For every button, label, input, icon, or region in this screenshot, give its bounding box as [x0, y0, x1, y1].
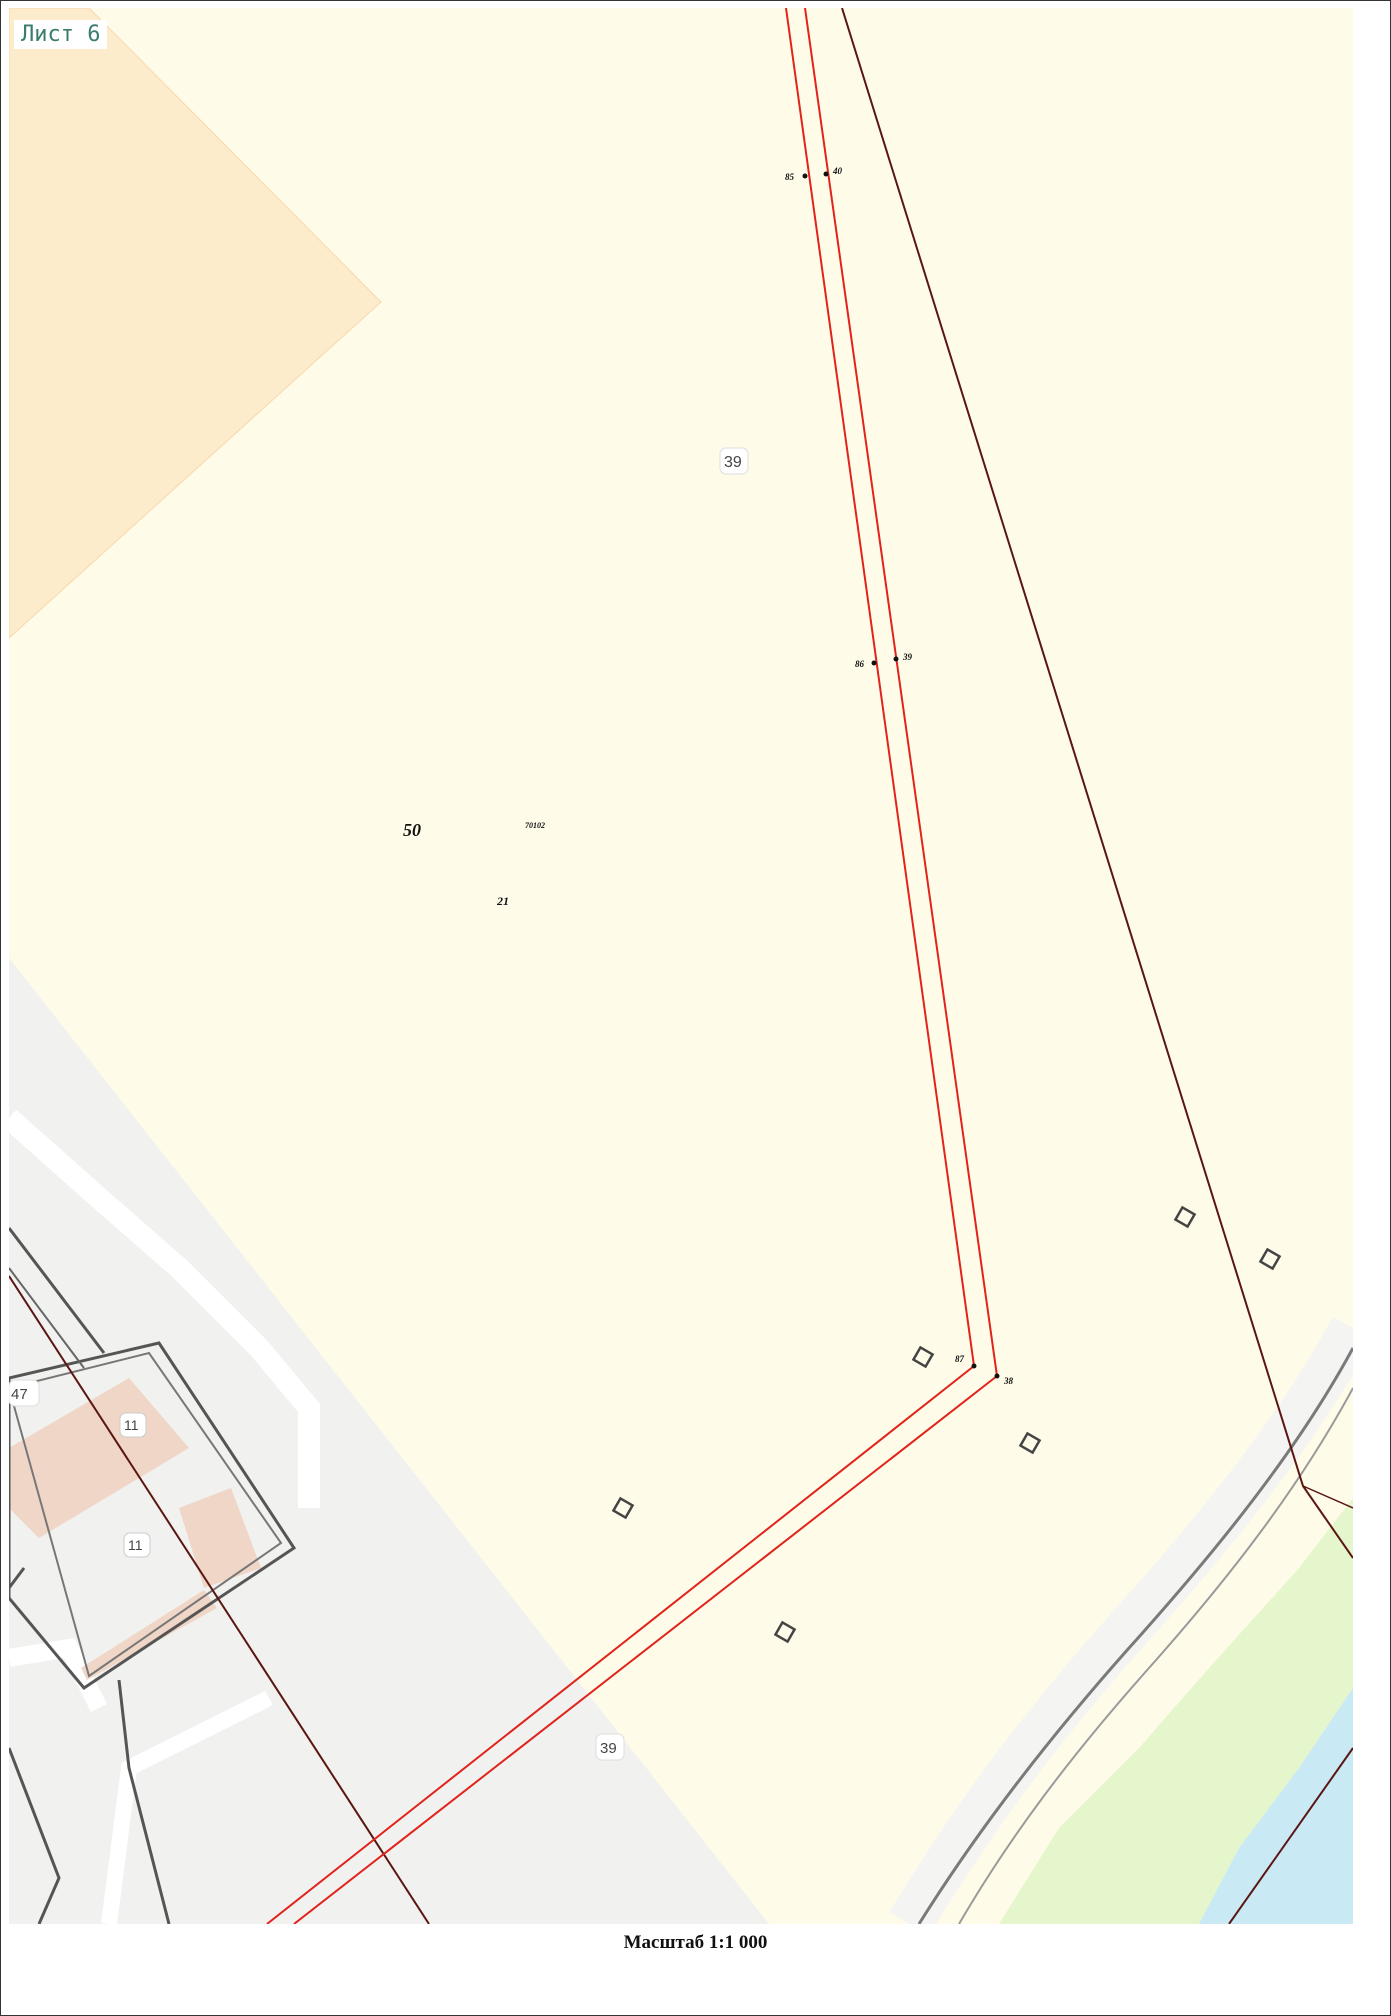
road-curve — [889, 1317, 1353, 1924]
road-strip — [9, 1109, 320, 1508]
boundary-line — [1228, 1747, 1353, 1924]
survey-marker — [611, 1496, 635, 1520]
road-area — [9, 958, 769, 1924]
survey-marker — [1258, 1247, 1282, 1271]
svg-text:11: 11 — [124, 1417, 139, 1433]
svg-text:11: 11 — [128, 1537, 143, 1553]
boundary-line — [1302, 1485, 1353, 1509]
boundary-point-39 — [893, 656, 899, 662]
building-outline — [9, 1341, 297, 1690]
point-label-39: 39 — [902, 652, 913, 662]
house-number-47: 47 — [9, 1379, 40, 1407]
building-outline — [9, 1351, 283, 1678]
survey-marker — [773, 1620, 797, 1644]
boundary-line — [9, 1275, 430, 1924]
road-edge — [917, 1347, 1353, 1924]
boundary-point-85 — [802, 173, 808, 179]
point-label-87: 87 — [955, 1354, 965, 1364]
svg-text:39: 39 — [600, 1740, 617, 1757]
point-label-38: 38 — [1003, 1376, 1014, 1386]
boundary-point-86 — [871, 660, 877, 666]
point-label-40: 40 — [832, 166, 843, 176]
fence-line — [117, 1679, 171, 1924]
point-label-85: 85 — [785, 172, 795, 182]
house-number-39-bottom: 39 — [595, 1733, 625, 1761]
sheet-label: Лист 6 — [14, 20, 108, 49]
scale-caption: Масштаб 1:1 000 — [623, 1932, 768, 1953]
survey-marker — [1173, 1205, 1197, 1229]
survey-marker — [911, 1345, 935, 1369]
boundary-line — [841, 8, 1353, 1559]
boundary-point-38 — [994, 1373, 1000, 1379]
svg-text:39: 39 — [724, 454, 742, 471]
survey-marker — [1018, 1431, 1042, 1455]
boundary-point-40 — [823, 171, 829, 177]
water-area — [1199, 1688, 1353, 1924]
fence-line — [9, 1567, 26, 1589]
map-canvas[interactable]: 85 40 86 39 87 38 50 70102 21 39 39 — [9, 8, 1353, 1924]
road-edge — [958, 1387, 1353, 1924]
house-number-39-top: 39 — [719, 447, 749, 475]
boundary-point-87 — [971, 1363, 977, 1369]
svg-text:47: 47 — [11, 1386, 28, 1403]
orange-zone — [9, 8, 382, 639]
parcel-label-21: 21 — [496, 894, 509, 908]
point-label-86: 86 — [855, 659, 865, 669]
survey-markers — [611, 1205, 1282, 1644]
house-number-11-a: 11 — [119, 1412, 147, 1438]
house-number-11-b: 11 — [123, 1532, 151, 1558]
fence-line — [9, 1267, 85, 1369]
fence-line — [9, 1227, 106, 1354]
cadastral-block-label: 70102 — [525, 821, 545, 830]
building — [179, 1488, 261, 1588]
fence-line — [9, 1747, 61, 1924]
parcel-label-50: 50 — [403, 820, 421, 840]
road-strip — [9, 1638, 108, 1713]
